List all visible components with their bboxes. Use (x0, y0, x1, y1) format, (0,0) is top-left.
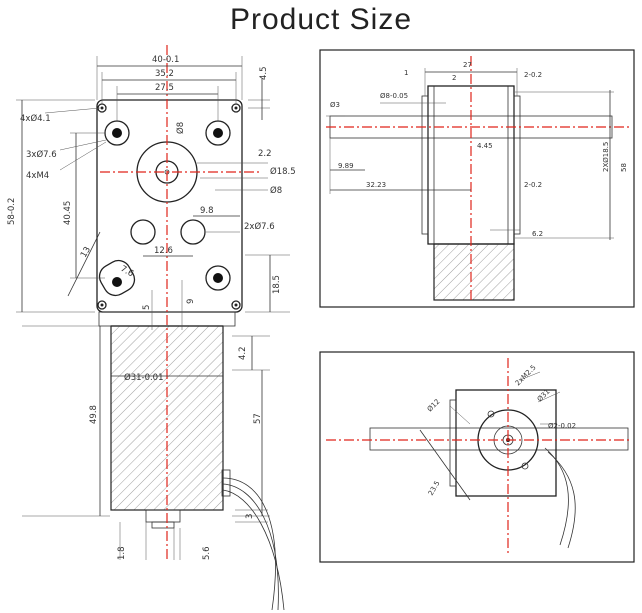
end-view-frame (319, 351, 635, 563)
dim-13: 13 (79, 245, 93, 259)
end-dim-2-0-02: Ø2-0.02 (548, 422, 576, 430)
dim-9-8: 9.8 (200, 206, 214, 216)
side-dim-4-45: 4.45 (477, 142, 493, 150)
side-dim-6-2: 6.2 (532, 230, 543, 238)
label-3x-7-6: 3xØ7.6 (26, 149, 57, 160)
dim-1-8: 1.8 (117, 546, 127, 560)
dim-18-5: Ø18.5 (270, 166, 296, 177)
side-view-panel: 1 2 27 2-0.2 Ø3 Ø8-0.05 4.45 2XØ18.5 58 … (319, 49, 635, 308)
side-dim-3: Ø3 (330, 101, 340, 109)
dim-4-2: 4.2 (238, 346, 248, 360)
side-dim-2-0-2-mid: 2-0.2 (524, 181, 542, 189)
side-dim-1: 1 (404, 69, 408, 77)
dim-27-5: 27.5 (155, 83, 174, 93)
dim-57: 57 (253, 413, 263, 424)
side-dim-9-89: 9.89 (338, 162, 354, 170)
label-4x-4-1: 4xØ4.1 (20, 113, 51, 124)
side-dim-2x-18-5: 2XØ18.5 (602, 142, 610, 172)
dim-58: 58-0.2 (7, 198, 17, 225)
dim-7-6: 7.6 (119, 264, 136, 279)
end-dim-12: Ø12 (426, 398, 442, 414)
dim-5-6: 5.6 (202, 546, 212, 560)
side-dim-32-23: 32.23 (366, 181, 386, 189)
side-view-frame (319, 49, 635, 308)
dim-35-2: 35.2 (155, 69, 174, 79)
dim-8-boss: Ø8 (175, 122, 186, 134)
dim-5: 5 (142, 305, 152, 310)
dim-2-2: 2.2 (258, 149, 272, 159)
label-4x-m4: 4xM4 (26, 171, 49, 181)
side-dim-8-0-05: Ø8-0.05 (380, 92, 408, 100)
dim-40-45: 40.45 (63, 201, 73, 225)
front-view: 40-0.1 35.2 27.5 4.5 4xØ4.1 3xØ7.6 4xM4 … (7, 45, 296, 611)
side-dim-2: 2 (452, 74, 456, 82)
end-dim-23-5: 23.5 (427, 479, 442, 497)
dim-12-6: 12.6 (154, 246, 173, 256)
dim-9: 9 (186, 299, 196, 304)
side-dim-58: 58 (620, 163, 628, 172)
bottom-dimension-lines (119, 509, 268, 560)
dim-8: Ø8 (270, 185, 282, 196)
dim-2x-7-6: 2xØ7.6 (244, 221, 275, 232)
dim-motor-31: Ø31-0.01 (124, 372, 164, 383)
top-dimension-lines (96, 56, 270, 122)
end-view-panel: 2xM2.5 Ø31 Ø12 Ø2-0.02 23.5 (319, 351, 635, 563)
dim-4-5: 4.5 (259, 66, 269, 80)
dim-18-5-right: 18.5 (272, 275, 282, 294)
dim-3: 3 (245, 514, 255, 519)
right-dimension-lines (111, 162, 290, 517)
side-dim-2-0-2-top: 2-0.2 (524, 71, 542, 79)
page-title: Product Size (229, 3, 413, 36)
side-dim-27: 27 (463, 61, 472, 69)
dim-40: 40-0.1 (152, 55, 179, 65)
left-dimension-lines (16, 99, 110, 517)
dim-49-8: 49.8 (89, 405, 99, 424)
end-dim-2x-m2-5: 2xM2.5 (514, 364, 538, 388)
